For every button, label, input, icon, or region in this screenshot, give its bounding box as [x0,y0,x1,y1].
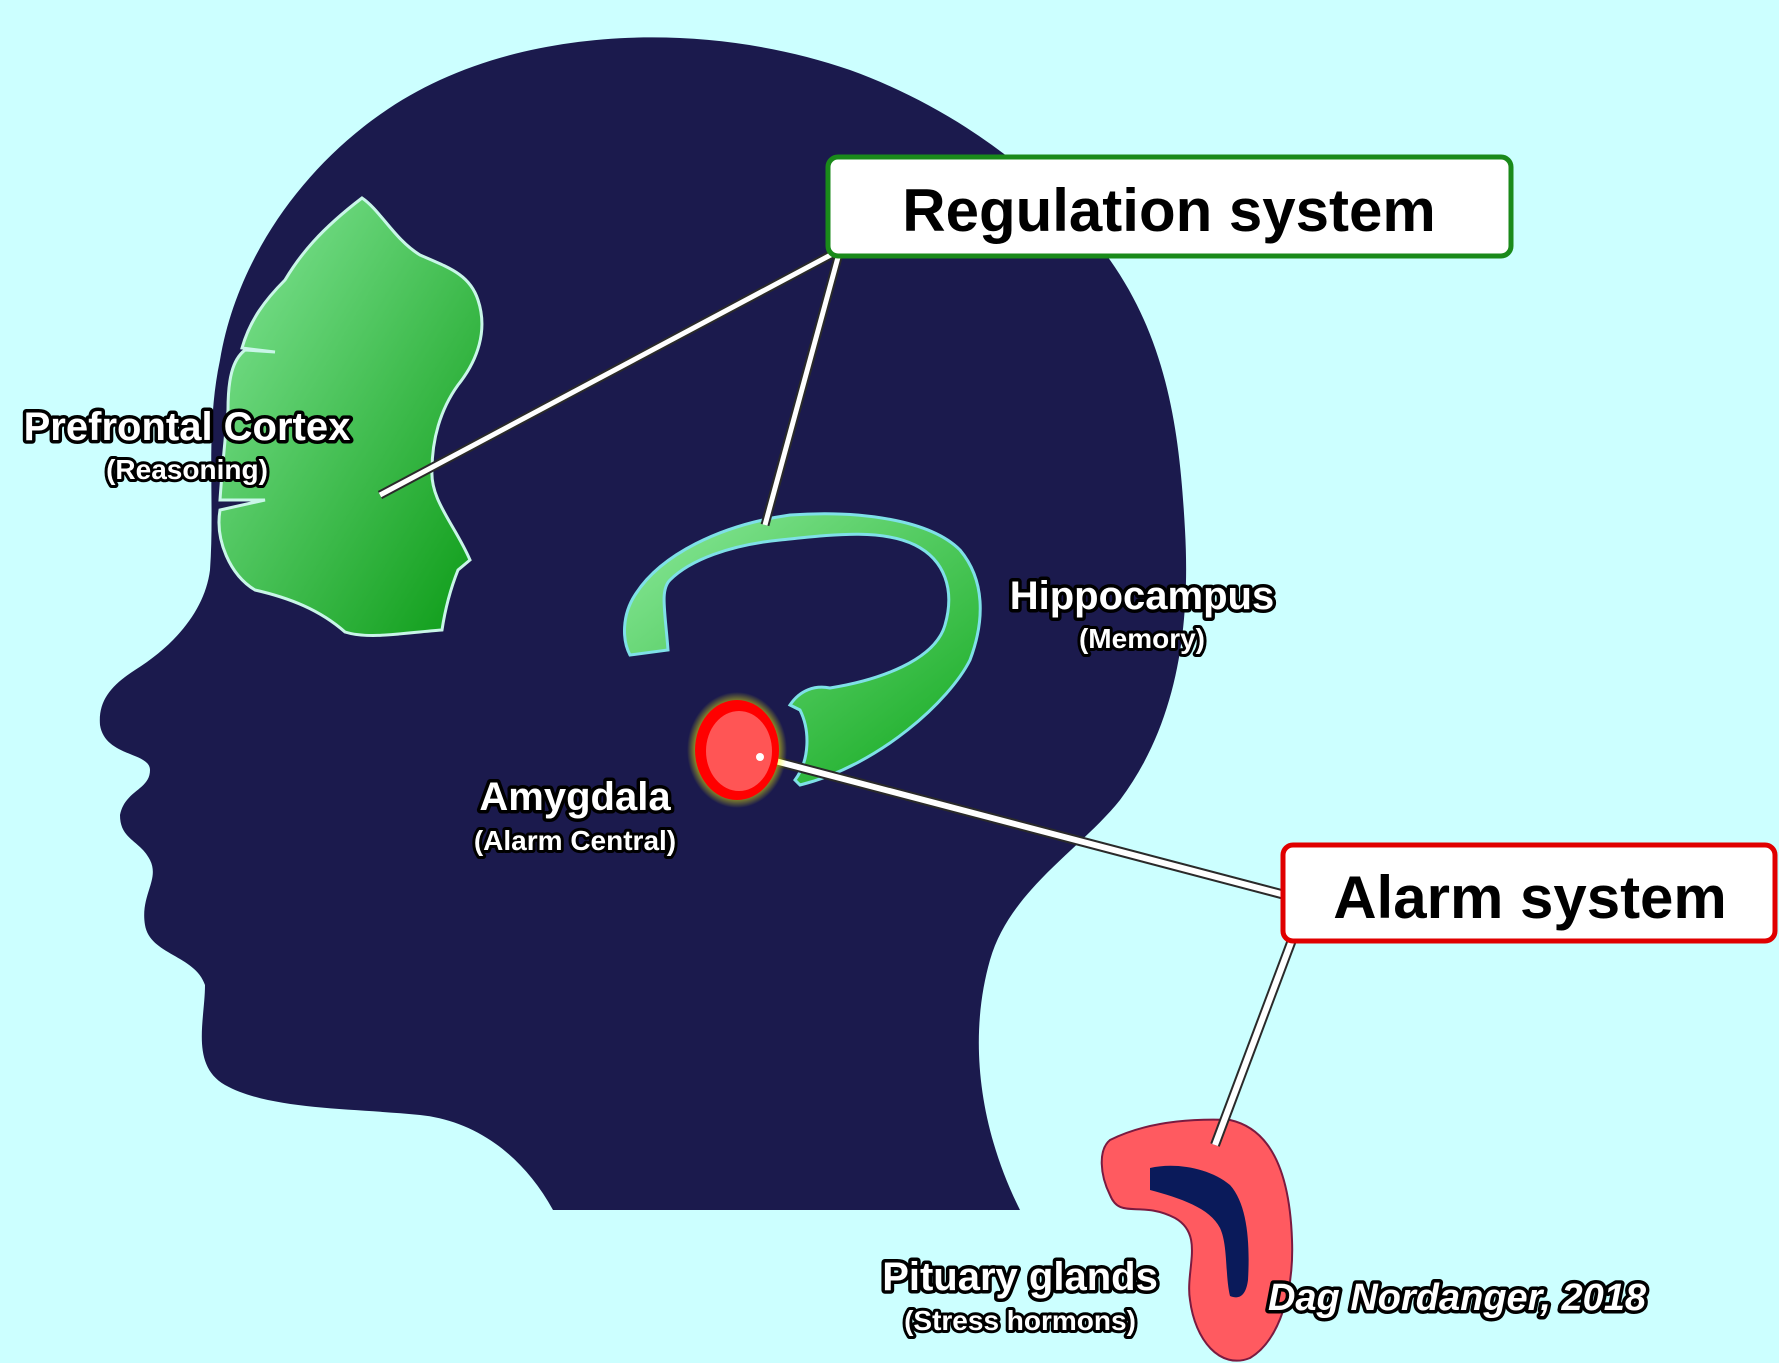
hippocampus-subtitle: (Memory) [1079,623,1205,654]
amygdala-subtitle: (Alarm Central) [474,825,676,856]
regulation-system-label: Regulation system [902,177,1435,244]
pituitary-title: Pituary glands [882,1255,1158,1299]
pituitary-subtitle: (Stress hormons) [904,1305,1136,1336]
prefrontal-cortex-subtitle: (Reasoning) [106,454,268,485]
alarm-system-label: Alarm system [1333,864,1727,931]
alarm-system-box: Alarm system [1283,845,1775,941]
amygdala-title: Amygdala [479,775,671,819]
amygdala-shape [687,692,787,808]
prefrontal-cortex-title: Prefrontal Cortex [24,405,351,449]
author-credit: Dag Nordanger, 2018 [1268,1277,1647,1319]
amygdala-label: Amygdala (Alarm Central) [474,775,676,856]
hippocampus-title: Hippocampus [1010,574,1274,618]
pituitary-label: Pituary glands (Stress hormons) [882,1255,1158,1336]
regulation-system-box: Regulation system [828,157,1511,256]
